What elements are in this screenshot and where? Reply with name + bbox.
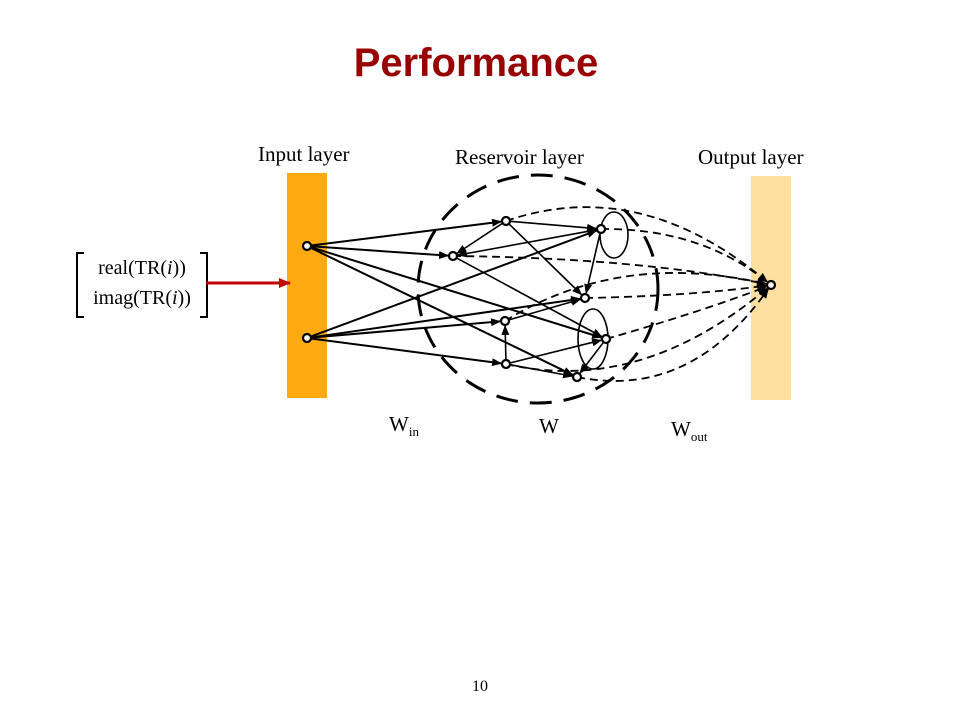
reservoir-boundary [416, 173, 660, 405]
self-loop-edge [599, 211, 629, 259]
input-vector: real(TR(i)) imag(TR(i)) [76, 250, 208, 318]
wout-label: Wout [671, 417, 708, 444]
reservoir-node [500, 215, 512, 227]
reservoir-node [500, 358, 512, 370]
reservoir-weight-edge [508, 298, 582, 321]
reservoir-weight-edge [509, 363, 574, 379]
input-vector-real-row: real(TR(i)) [98, 257, 186, 279]
reservoir-node [600, 333, 612, 345]
reservoir-node [571, 371, 583, 383]
right-bracket [200, 252, 208, 318]
input-weight-edge [310, 218, 503, 247]
output-weight-edge [505, 287, 768, 372]
output-weight-edge [584, 282, 768, 299]
output-weight-edge [505, 206, 768, 283]
page-number: 10 [472, 678, 488, 695]
reservoir-node [579, 292, 591, 304]
input-node [301, 240, 313, 252]
reservoir-weight-edge [456, 222, 504, 254]
input-weight-edge [310, 337, 503, 367]
reservoir-weight-edge [579, 341, 605, 374]
reservoir-node [499, 315, 511, 327]
reservoir-layer-label: Reservoir layer [455, 145, 584, 169]
input-weight-edge [310, 245, 450, 260]
reservoir-weight-edge [584, 232, 601, 295]
left-bracket [76, 252, 84, 318]
slide-title: Performance [353, 41, 599, 85]
input-layer-bar [287, 173, 327, 398]
input-node [301, 332, 313, 344]
output-weight-edge [504, 272, 768, 322]
reservoir-weight-edge [456, 228, 598, 258]
output-layer-label: Output layer [698, 145, 804, 169]
input-weight-edge [310, 229, 598, 338]
input-weight-edge [310, 296, 582, 339]
output-weight-edge [576, 288, 769, 382]
reservoir-weight-edge [508, 223, 583, 296]
reservoir-node [447, 250, 459, 262]
w-label: W [539, 414, 559, 438]
output-weight-edge [605, 285, 768, 340]
input-weight-edge [310, 246, 574, 376]
reservoir-weight-edge [509, 338, 603, 364]
output-weight-edge [452, 255, 768, 287]
win-label: Win [389, 412, 419, 439]
input-layer-label: Input layer [258, 142, 350, 166]
input-weight-edge [310, 246, 603, 339]
reservoir-weight-edge [509, 220, 598, 232]
output-node [765, 279, 777, 291]
input-vector-imag-row: imag(TR(i)) [93, 287, 191, 309]
output-weight-edge [600, 228, 768, 283]
input-weight-edge [310, 318, 502, 339]
reservoir-weight-edge [456, 257, 603, 338]
reservoir-node [595, 223, 607, 235]
